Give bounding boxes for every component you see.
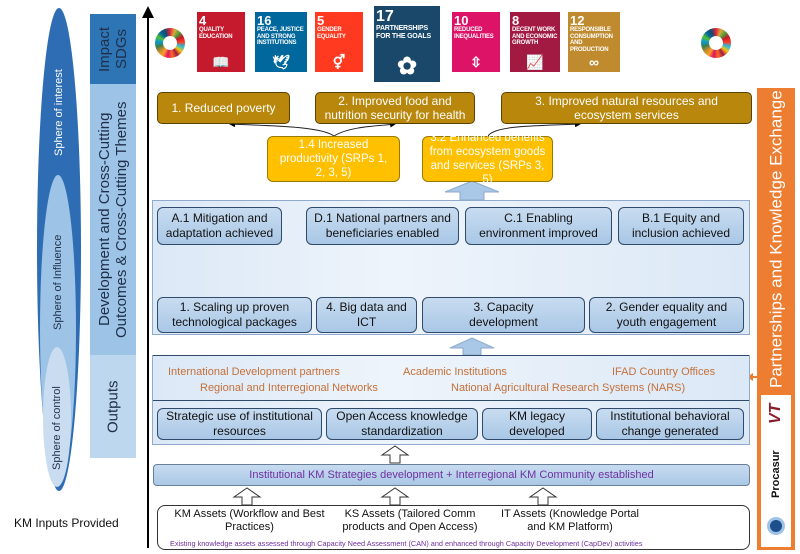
infinity-icon: ∞	[589, 54, 599, 70]
partner-nars: National Agricultural Research Systems (…	[451, 382, 686, 394]
divider	[153, 355, 749, 356]
sdg-wheel-icon	[701, 28, 731, 58]
sdg-12: 12Responsible Consumption and Production…	[568, 12, 620, 72]
sdg-wheel-icon	[155, 28, 185, 58]
impact-reduced-poverty: 1. Reduced poverty	[157, 92, 290, 124]
sdg-17: 17Partnerships for the Goals✿	[374, 6, 440, 82]
output-km-legacy: KM legacy developed	[482, 408, 592, 440]
dove-icon: 🕊	[272, 54, 290, 70]
rings-icon: ✿	[396, 53, 418, 80]
sdg-8: 8Decent Work and Economic Growth📈	[510, 12, 560, 72]
book-icon: 📖	[212, 54, 230, 70]
srp-outcome-productivity: 1.4 Increased productivity (SRPs 1, 2, 3…	[267, 136, 400, 182]
partner-networks: Regional and Interregional Networks	[200, 382, 378, 394]
divider	[153, 400, 749, 401]
sdg-4: 4Quality Education📖	[197, 12, 245, 72]
theme-big-data: 4. Big data and ICT	[316, 297, 417, 333]
sdg-16: 16Peace, Justice and Strong Institutions…	[255, 12, 307, 72]
output-open-access: Open Access knowledge standardization	[326, 408, 478, 440]
hollow-arrow-up	[232, 487, 262, 506]
outcome-a1: A.1 Mitigation and adaptation achieved	[157, 207, 282, 245]
inputs-note: Existing knowledge assets assessed throu…	[170, 539, 643, 548]
arrow-to-outcomes	[444, 180, 500, 201]
theme-gender: 2. Gender equality and youth engagement	[589, 297, 744, 333]
outcome-d1: D.1 National partners and beneficiaries …	[306, 207, 459, 245]
gender-icon: ⚥	[332, 54, 346, 70]
arrow-to-themes	[449, 337, 495, 356]
outcome-c1: C.1 Enabling environment improved	[465, 207, 612, 245]
hollow-arrow-up	[380, 487, 410, 506]
vt-logo: VT	[767, 403, 784, 425]
impact-natural-resources: 3. Improved natural resources and ecosys…	[501, 92, 752, 124]
output-behavioral-change: Institutional behavioral change generate…	[596, 408, 744, 440]
procasur-logo: Procasur	[770, 450, 782, 498]
level-inputs: KM Inputs Provided	[14, 516, 119, 530]
strategy-bar: Institutional KM Strategies development …	[153, 464, 750, 486]
input-it-assets: IT Assets (Knowledge Portal and KM Platf…	[501, 508, 639, 533]
srp-outcome-ecosystem: 3.2 Enhanced benefits from ecosystem goo…	[422, 132, 553, 186]
partner-academic: Academic Institutions	[403, 366, 507, 378]
sphere-control	[43, 347, 71, 487]
theme-scaling-up: 1. Scaling up proven technological packa…	[157, 297, 312, 333]
output-strategic-use: Strategic use of institutional resources	[157, 408, 322, 440]
partner-ifad: IFAD Country Offices	[612, 366, 716, 378]
outcome-b1: B.1 Equity and inclusion achieved	[618, 207, 744, 245]
hollow-arrow-up	[528, 487, 558, 506]
sdg-5: 5Gender Equality⚥	[315, 12, 363, 72]
input-ks-assets: KS Assets (Tailored Comm products and Op…	[342, 508, 478, 533]
ciat-logo	[767, 517, 785, 535]
theme-capacity: 3. Capacity development	[422, 297, 585, 333]
input-km-assets: KM Assets (Workflow and Best Practices)	[174, 508, 325, 533]
partner-idp: International Development partners	[168, 366, 340, 378]
inputs-box	[157, 505, 750, 550]
growth-chart-icon: 📈	[526, 54, 544, 70]
arrows-icon: ⇳	[470, 54, 482, 70]
hollow-arrow-up	[380, 445, 410, 464]
sdg-10: 10Reduced Inequalities⇳	[452, 12, 500, 72]
partnerships-title: Partnerships and Knowledge Exchange	[766, 90, 786, 388]
impact-food-security: 2. Improved food and nutrition security …	[315, 92, 475, 124]
